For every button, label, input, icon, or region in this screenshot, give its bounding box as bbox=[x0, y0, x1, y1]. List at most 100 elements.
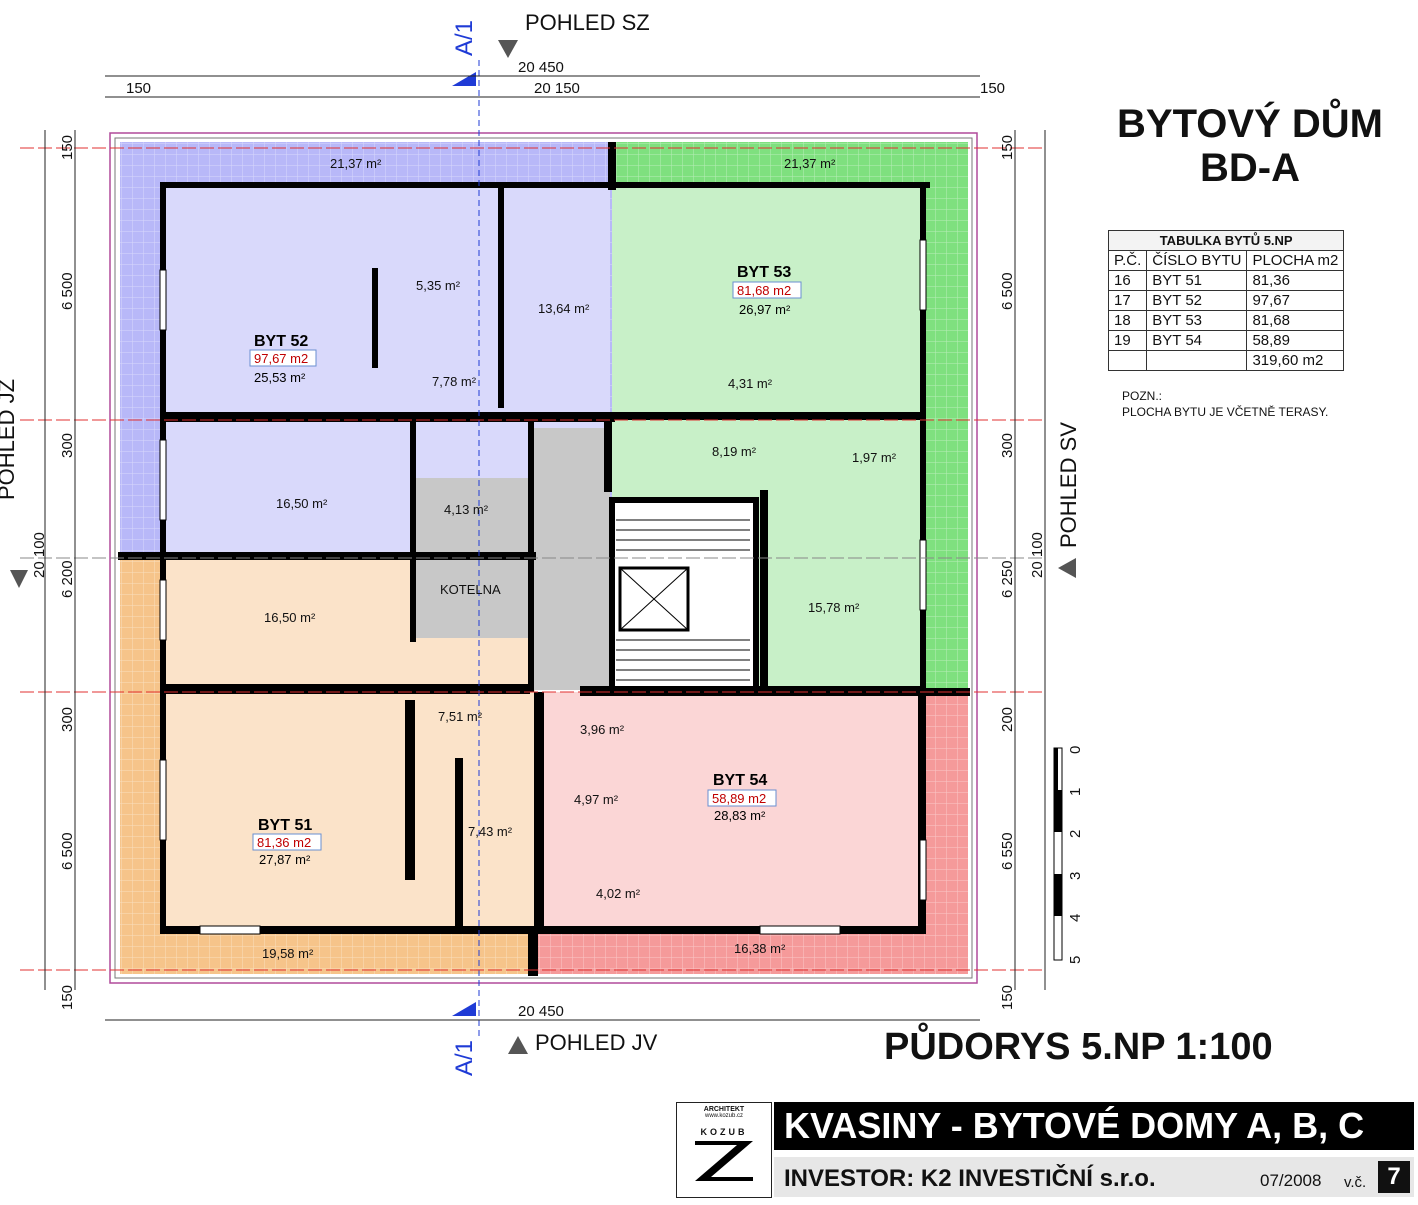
dim-left-5: 6 500 bbox=[59, 832, 76, 870]
building-title-line1: BYTOVÝ DŮM bbox=[1117, 102, 1383, 146]
note-text: PLOCHA BYTU JE VČETNĚ TERASY. bbox=[1122, 405, 1329, 419]
units-table-header: P.Č. bbox=[1107, 250, 1148, 271]
dim-left-total: 20 100 bbox=[31, 532, 48, 578]
table-cell: 81,68 bbox=[1246, 310, 1345, 331]
dim-right-total: 20 100 bbox=[1029, 532, 1046, 578]
room-bed-51: 16,50 m² bbox=[264, 610, 316, 625]
dim-top-inner: 20 150 bbox=[534, 80, 580, 97]
scale-1: 1 bbox=[1067, 788, 1084, 796]
byt53-name: BYT 53 bbox=[737, 264, 791, 281]
byt54-area-box bbox=[707, 789, 777, 807]
room-bath-52: 5,35 m² bbox=[416, 278, 461, 293]
table-cell bbox=[1146, 350, 1248, 371]
byt54-name: BYT 54 bbox=[713, 772, 767, 789]
table-cell: BYT 52 bbox=[1146, 290, 1248, 311]
room-boiler: KOTELNA bbox=[440, 582, 501, 597]
byt54-living: 28,83 m² bbox=[714, 808, 766, 823]
section-label-top: A/1 bbox=[451, 20, 478, 56]
dim-left-1: 6 500 bbox=[59, 272, 76, 310]
byt53-area: 81,68 m2 bbox=[737, 283, 791, 298]
view-arrow-top bbox=[498, 40, 518, 58]
room-room-52: 16,50 m² bbox=[276, 496, 328, 511]
units-table-caption: TABULKA BYTŮ 5.NP bbox=[1107, 230, 1345, 251]
table-cell: 17 bbox=[1107, 290, 1148, 311]
drawing-number: 7 bbox=[1378, 1161, 1410, 1193]
table-cell: BYT 53 bbox=[1146, 310, 1248, 331]
lift-cross-b bbox=[619, 567, 689, 631]
byt53-area-box bbox=[732, 281, 802, 299]
staircase-corridor bbox=[528, 428, 610, 690]
logo-architect: ARCHITEKT bbox=[703, 1106, 745, 1113]
byt54-area: 58,89 m2 bbox=[712, 791, 766, 806]
byt52-name: BYT 52 bbox=[254, 333, 308, 350]
drawing-number-label: v.č. bbox=[1344, 1174, 1367, 1191]
plan-title: PŮDORYS 5.NP 1:100 bbox=[884, 1026, 1273, 1068]
view-label-bottom: POHLED JV bbox=[535, 1030, 658, 1055]
dim-right-3: 6 250 bbox=[999, 560, 1016, 598]
table-cell: 19 bbox=[1107, 330, 1148, 351]
table-cell: 16 bbox=[1107, 270, 1148, 291]
dim-top-edge-right: 150 bbox=[980, 80, 1005, 97]
byt51-area: 81,36 m2 bbox=[257, 835, 311, 850]
dim-left-0: 150 bbox=[59, 135, 76, 160]
dim-right-6: 150 bbox=[999, 985, 1016, 1010]
storage-grey bbox=[416, 558, 528, 638]
byt52-area: 97,67 m2 bbox=[254, 351, 308, 366]
building-title: BYTOVÝ DŮM BD-A bbox=[1090, 102, 1410, 190]
table-cell: 97,67 bbox=[1246, 290, 1345, 311]
dim-right-4: 200 bbox=[999, 707, 1016, 732]
scale-5: 5 bbox=[1067, 956, 1084, 964]
room-store-54: 4,02 m² bbox=[596, 886, 641, 901]
table-row: 19 BYT 54 58,89 bbox=[1107, 330, 1345, 351]
logo-name: KOZUB bbox=[700, 1127, 748, 1137]
room-hall-51: 7,51 m² bbox=[438, 709, 483, 724]
units-table-header: ČÍSLO BYTU bbox=[1146, 250, 1248, 271]
byt52-area-box bbox=[249, 349, 317, 367]
room-bath-54: 4,97 m² bbox=[574, 792, 619, 807]
scale-2: 2 bbox=[1067, 830, 1084, 838]
room-store-53: 1,97 m² bbox=[852, 450, 897, 465]
room-store-52: 4,13 m² bbox=[444, 502, 489, 517]
dim-left-6: 150 bbox=[59, 985, 76, 1010]
scale-0: 0 bbox=[1067, 746, 1084, 754]
windows bbox=[159, 239, 927, 935]
investor: INVESTOR: K2 INVESTIČNÍ s.r.o. bbox=[784, 1165, 1156, 1192]
byt51-living: 27,87 m² bbox=[259, 852, 311, 867]
investor-bar: INVESTOR: K2 INVESTIČNÍ s.r.o. 07/2008 v… bbox=[774, 1157, 1414, 1197]
table-total: 319,60 m2 bbox=[1246, 350, 1345, 371]
logo-web: www.kozub.cz bbox=[704, 1113, 743, 1119]
project-title: KVASINY - BYTOVÉ DOMY A, B, C bbox=[774, 1102, 1414, 1150]
room-terrace-53: 21,37 m² bbox=[784, 156, 836, 171]
view-arrow-bottom bbox=[508, 1036, 528, 1054]
dim-left-3: 6 200 bbox=[59, 560, 76, 598]
room-terrace-52: 21,37 m² bbox=[330, 156, 382, 171]
scale-3: 3 bbox=[1067, 872, 1084, 880]
room-bed-53: 15,78 m² bbox=[808, 600, 860, 615]
table-row: 17 BYT 52 97,67 bbox=[1107, 290, 1345, 311]
dimension-lines bbox=[44, 75, 1046, 1021]
section-arrow-top bbox=[452, 72, 476, 86]
dim-right-5: 6 550 bbox=[999, 832, 1016, 870]
dim-top-total: 20 450 bbox=[518, 59, 564, 76]
table-cell: 81,36 bbox=[1246, 270, 1345, 291]
building-title-line2: BD-A bbox=[1200, 146, 1300, 190]
room-bath-53: 4,31 m² bbox=[728, 376, 773, 391]
section-label-bottom: A/1 bbox=[451, 1040, 478, 1076]
dim-top-edge-left: 150 bbox=[126, 80, 151, 97]
byt51-name: BYT 51 bbox=[258, 817, 312, 834]
dim-right-0: 150 bbox=[999, 135, 1016, 160]
architect-logo: ARCHITEKT www.kozub.cz KOZUB bbox=[676, 1102, 772, 1198]
note-label: POZN.: bbox=[1122, 389, 1163, 403]
section-arrow-bottom bbox=[452, 1002, 476, 1016]
stair-treads bbox=[616, 519, 750, 681]
room-terrace-54: 16,38 m² bbox=[734, 941, 786, 956]
dim-right-1: 6 500 bbox=[999, 272, 1016, 310]
byt52-living: 25,53 m² bbox=[254, 370, 306, 385]
drawing-date: 07/2008 bbox=[1260, 1171, 1322, 1190]
table-cell: BYT 54 bbox=[1146, 330, 1248, 351]
table-cell: BYT 51 bbox=[1146, 270, 1248, 291]
room-terrace-51: 19,58 m² bbox=[262, 946, 314, 961]
dim-right-2: 300 bbox=[999, 433, 1016, 458]
view-label-top: POHLED SZ bbox=[525, 10, 650, 35]
